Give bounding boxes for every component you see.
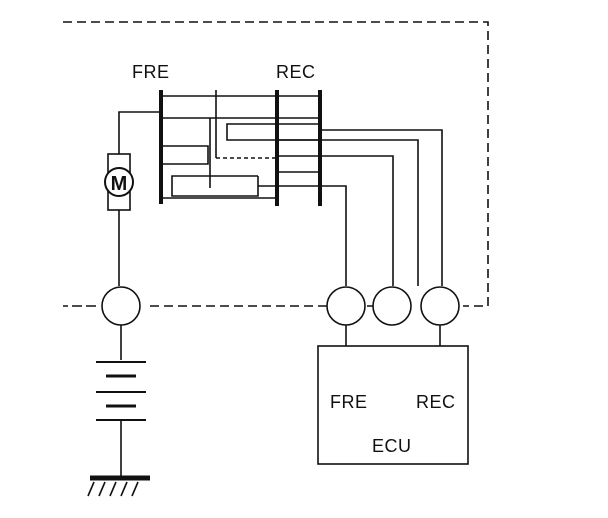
terminal-1	[326, 286, 366, 326]
motor-icon	[104, 167, 134, 197]
battery-icon	[96, 361, 146, 421]
ecu-label: ECU	[372, 436, 412, 456]
ecu-box	[317, 345, 469, 465]
wire-rec-to-term3-a	[320, 139, 419, 286]
rec-switch-label: REC	[276, 62, 316, 82]
ecu-rec-label: REC	[416, 392, 456, 412]
fre-switch-label: FRE	[132, 62, 170, 82]
ecu-fre-label: FRE	[330, 392, 368, 412]
ground-icon	[87, 475, 150, 497]
wire-rec-to-term3-b	[320, 129, 443, 286]
motor-top-lead	[118, 111, 160, 154]
motor-label: M	[111, 173, 128, 195]
contact-loop-lower	[171, 175, 259, 197]
contact-loop-middle	[161, 145, 209, 165]
contact-loop-upper	[226, 123, 320, 141]
terminal-2	[372, 286, 412, 326]
terminal-3	[420, 286, 460, 326]
terminal-motor	[101, 286, 141, 326]
wire-rec-to-term1	[320, 185, 347, 286]
wire-rec-to-term2	[320, 155, 394, 286]
